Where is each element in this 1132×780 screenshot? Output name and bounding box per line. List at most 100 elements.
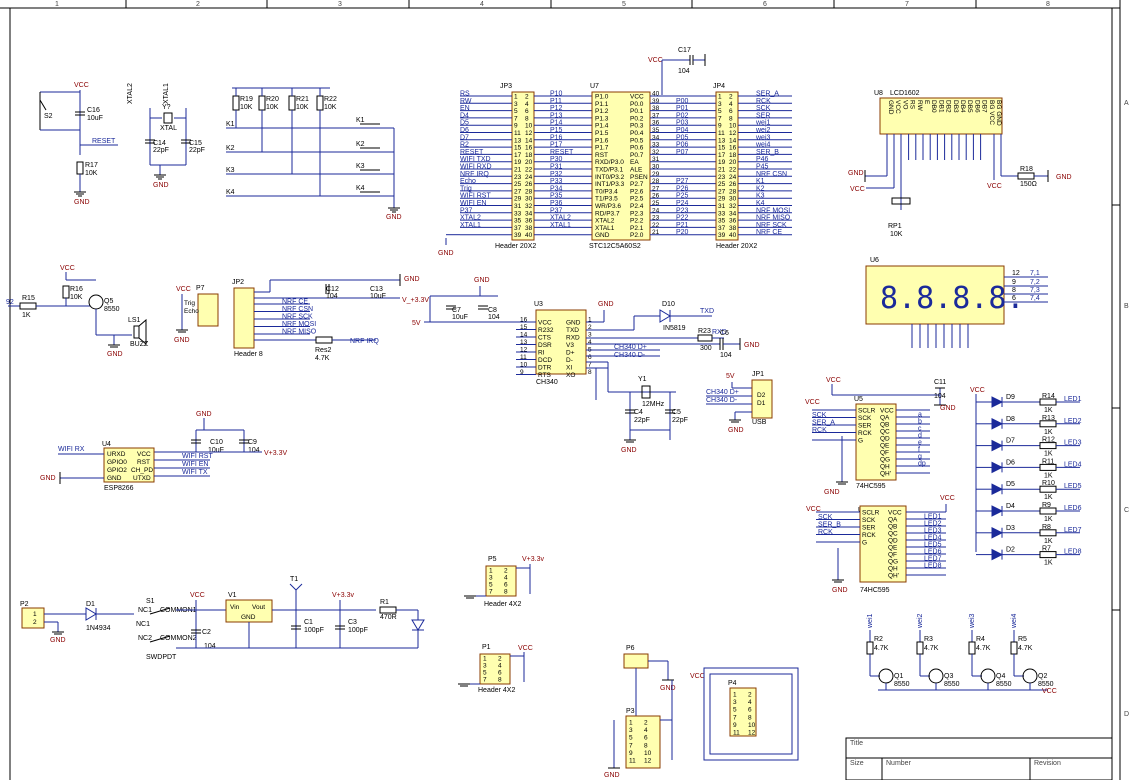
p3bpins-pin: 3	[629, 727, 633, 734]
c9-ref: C9	[248, 439, 257, 446]
u5-net-right: e	[918, 440, 922, 447]
u7-pin-num: 31	[652, 156, 660, 163]
jp4-name: Header 20X2	[716, 243, 757, 250]
p5pins-pin: 8	[504, 589, 508, 596]
p1pins-pin: 4	[498, 663, 502, 670]
u7-pin-right: P2.3	[630, 210, 644, 217]
transistor-ref: Q2	[1038, 673, 1047, 680]
u2-net-right: LED5	[924, 542, 942, 549]
vcc-label: VCC	[826, 377, 841, 384]
led-net: LED3	[1064, 440, 1082, 447]
ch340-pin-right: XO	[566, 372, 575, 379]
ch340-pin-right: D+	[566, 350, 575, 357]
jp4-pin-right: 24	[729, 174, 737, 181]
key-net-4: K4	[226, 189, 235, 196]
u2-pin-right: QG	[888, 559, 898, 566]
y-val: XTAL	[160, 125, 177, 132]
k3-ref: K3	[356, 163, 365, 170]
c5-val: 22pF	[672, 417, 688, 424]
led-resistor-ref: R8	[1042, 524, 1051, 531]
jp4-pin-left: 17	[718, 152, 726, 159]
u7-pin-left: WR/P3.6	[595, 203, 621, 210]
p3bpins-pin: 8	[644, 742, 648, 749]
p4bpins-pin: 8	[748, 714, 752, 721]
seven-segment-display: U6 8.8.8.8. 12 9 8 6 7,1 7,2 7,3 7,4	[865, 257, 1048, 348]
jp4-pin-right: 38	[729, 225, 737, 232]
jp3-net-right: P16	[550, 134, 563, 141]
jp3-net-right: RESET	[550, 149, 574, 156]
led-net: LED8	[1064, 549, 1082, 556]
ch340-pin-left: CTS	[538, 335, 552, 342]
s1-ref: S1	[146, 598, 155, 605]
jp2-net: NRF CSN	[282, 306, 313, 313]
ch340-pin-num-left: 15	[520, 324, 528, 331]
p5pins-pin: 5	[489, 582, 493, 589]
jp3-pin-right: 30	[525, 196, 533, 203]
u7-pin-right: P0.4	[630, 130, 644, 137]
u2-net-right: LED2	[924, 521, 942, 528]
col-label-3: 3	[338, 1, 342, 8]
u7-pin-num: 32	[652, 149, 660, 156]
u2-pin-right: QD	[888, 538, 898, 545]
jp3-pin-left: 33	[514, 210, 522, 217]
u7-pin-num: 34	[652, 134, 660, 141]
gnd-label: GND	[598, 301, 614, 308]
gnd-label: GND	[848, 170, 864, 177]
u7-net-right: P02	[676, 112, 689, 119]
r15-val: 1K	[22, 312, 31, 319]
ch340-pin-num-right: 3	[588, 332, 592, 339]
c4-val: 22pF	[634, 417, 650, 424]
p1pins-pin: 1	[483, 656, 487, 663]
u7-pin-num: 23	[652, 215, 660, 222]
c1-val: 100pF	[304, 627, 324, 634]
p3bpins-pin: 12	[644, 758, 652, 765]
jp3-pin-left: 9	[514, 123, 518, 130]
jp4-pin-left: 25	[718, 181, 726, 188]
y1-val: 12MHz	[642, 401, 665, 408]
led-ref: D3	[1006, 525, 1015, 532]
vcc-label: VCC	[74, 82, 89, 89]
xtal1-net: XTAL1	[163, 83, 170, 104]
usb-name: USB	[752, 419, 767, 426]
r1-val: 470R	[380, 614, 397, 621]
u5-net-right: g	[918, 454, 922, 461]
u2-pin-left: RCK	[862, 532, 876, 539]
vcc-label: VCC	[940, 495, 955, 502]
u7-pin-num: 30	[652, 164, 660, 171]
key-resistor-val: 10K	[266, 104, 279, 111]
c7-ref: C7	[452, 307, 461, 314]
usb-connector: 5V JP1 D2 D1 CH340 D+ CH340 D- GND USB	[706, 371, 773, 434]
jp2-name: Header 8	[234, 351, 263, 358]
led-icon	[991, 461, 1004, 474]
gnd-label: GND	[832, 587, 848, 594]
p4bpins-pin: 12	[748, 730, 756, 737]
esp-pin-gpio2: GPIO2	[107, 467, 127, 474]
row-label-b: B	[1124, 303, 1129, 310]
jp4-pin-right: 34	[729, 210, 737, 217]
esp-net-en: WIFI EN	[182, 461, 208, 468]
u7-pin-right: P0.2	[630, 115, 644, 122]
u7-pin-num: 38	[652, 105, 660, 112]
gnd-label: GND	[940, 405, 956, 412]
d1-val: 1N4934	[86, 625, 111, 632]
jp4-pin-left: 35	[718, 218, 726, 225]
led-net: LED7	[1064, 527, 1082, 534]
lcd-pin-name: RS	[909, 100, 916, 110]
jp3-pin-left: 31	[514, 203, 522, 210]
u5-pin-left: SCK	[858, 415, 872, 422]
v5-label: 5V	[726, 373, 735, 380]
r18-val: 150Ω	[1020, 181, 1037, 188]
jp3-name: Header 20X2	[495, 243, 536, 250]
u7-pin-right: P0.5	[630, 137, 644, 144]
gnd-label: GND	[74, 199, 90, 206]
led-resistor-val: 1K	[1044, 451, 1053, 458]
jp3-pin-right: 28	[525, 188, 533, 195]
c11-ref: C11	[934, 379, 946, 386]
esp-name: ESP8266	[104, 485, 134, 492]
transistor-val: 8550	[996, 681, 1012, 688]
vcc-label: VCC	[987, 183, 1002, 190]
gnd-label: GND	[438, 250, 454, 257]
jp3-pin-right: 24	[525, 174, 533, 181]
u7-pin-num: 21	[652, 229, 660, 236]
